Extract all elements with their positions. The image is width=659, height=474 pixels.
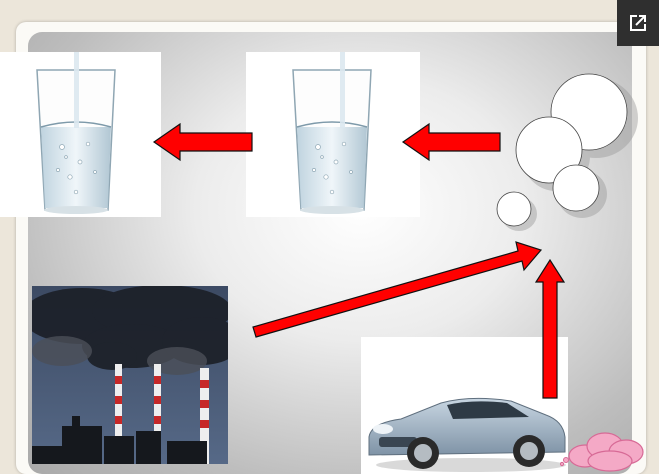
arrow-car-to-cloud <box>534 258 566 399</box>
arrow-to-center-glass <box>401 122 501 162</box>
popout-button[interactable] <box>617 0 659 46</box>
exhaust-cloud-icon <box>560 432 644 472</box>
thought-cloud-icon <box>496 73 638 231</box>
water-glass-image-left <box>0 52 161 217</box>
water-glass-icon <box>292 52 372 214</box>
car-image <box>361 337 568 474</box>
factory-smokestacks-icon <box>32 286 228 464</box>
exhaust-cloud <box>560 428 650 474</box>
arrow-factory-to-cloud <box>252 241 543 338</box>
water-glass-image-center <box>246 52 420 217</box>
open-in-new-icon <box>630 15 646 31</box>
car-icon <box>368 397 566 472</box>
arrow-to-left-glass <box>152 122 253 162</box>
factory-image <box>32 286 228 464</box>
thought-cloud <box>490 72 640 232</box>
water-glass-icon <box>36 52 116 214</box>
